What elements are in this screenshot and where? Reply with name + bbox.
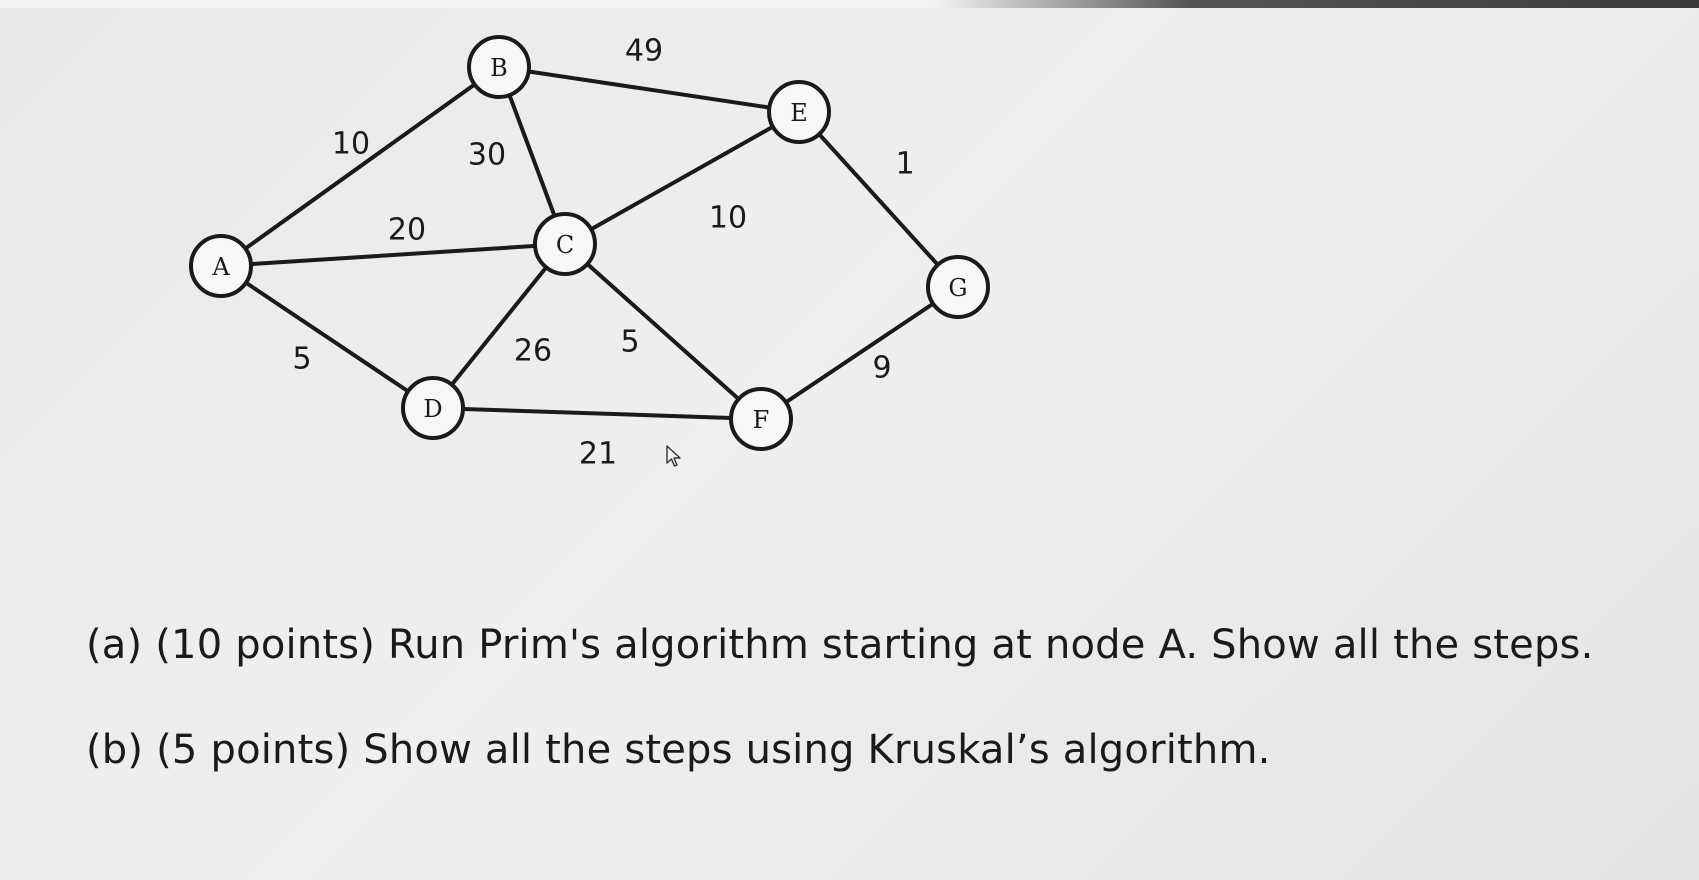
node-e: E: [767, 80, 831, 144]
node-circle-a: [189, 234, 253, 298]
edge-f-g: [759, 285, 960, 421]
mouse-cursor-icon: [666, 445, 681, 467]
edge-c-d: [431, 242, 567, 410]
edge-weight-a-b: 10: [332, 127, 370, 162]
question-b-kruskal: (b) (5 points) Show all the steps using …: [86, 727, 1271, 773]
edge-weight-d-f: 21: [579, 437, 617, 472]
nodes-layer: A B C D E F G: [189, 35, 990, 451]
node-circle-b: [467, 35, 531, 99]
weights-layer: 10 20 5 30 49 10 26 5 21 1 9: [292, 34, 914, 472]
node-circle-g: [926, 255, 990, 319]
edge-weight-c-e: 10: [709, 201, 747, 236]
node-a: A: [189, 234, 253, 298]
node-f: F: [729, 387, 793, 451]
edge-weight-a-c: 20: [388, 213, 426, 248]
node-d: D: [401, 376, 465, 440]
edge-weight-b-c: 30: [468, 138, 506, 173]
node-label-a: A: [211, 253, 230, 281]
edge-a-b: [219, 65, 501, 268]
node-label-f: F: [753, 406, 770, 434]
node-label-b: B: [490, 54, 508, 82]
edge-weight-c-d: 26: [514, 334, 552, 369]
node-b: B: [467, 35, 531, 99]
edge-weight-c-f: 5: [620, 325, 639, 360]
edge-a-d: [219, 264, 435, 410]
node-circle-c: [533, 212, 597, 276]
node-g: G: [926, 255, 990, 319]
node-label-d: D: [423, 395, 442, 423]
edge-weight-e-g: 1: [895, 147, 914, 182]
edge-a-c: [219, 242, 567, 268]
node-label-e: E: [790, 99, 808, 127]
edge-c-e: [563, 110, 801, 246]
node-circle-e: [767, 80, 831, 144]
edge-weight-a-d: 5: [292, 342, 311, 377]
edge-d-f: [431, 406, 763, 421]
edge-weight-b-e: 49: [625, 34, 663, 69]
graph-diagram: 10 20 5 30 49 10 26 5 21 1 9 A B C D E F G: [189, 34, 990, 472]
node-circle-d: [401, 376, 465, 440]
edge-c-f: [563, 242, 763, 421]
node-label-g: G: [948, 274, 967, 302]
edge-e-g: [797, 110, 960, 289]
node-label-c: C: [556, 231, 574, 259]
edge-weight-f-g: 9: [872, 351, 891, 386]
question-a-prim: (a) (10 points) Run Prim's algorithm sta…: [86, 622, 1594, 668]
edge-b-e: [497, 65, 801, 114]
node-c: C: [533, 212, 597, 276]
edges-layer: [219, 65, 960, 421]
node-circle-f: [729, 387, 793, 451]
top-edge-bar: [0, 0, 1699, 8]
